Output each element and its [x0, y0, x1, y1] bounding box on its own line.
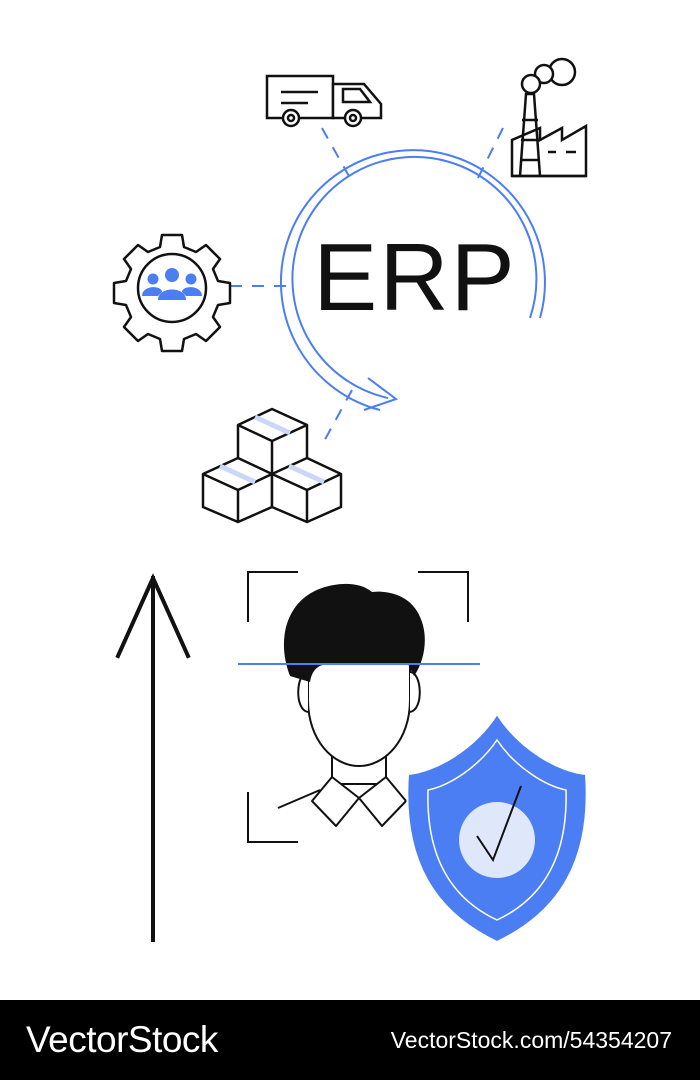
up-arrow-icon: [115, 573, 191, 942]
dashed-connectors: [230, 127, 504, 446]
watermark-footer: VectorStock VectorStock.com/54354207: [0, 1000, 700, 1080]
cycle-arrow-icon: [280, 149, 546, 411]
erp-illustration: [112, 57, 588, 944]
factory-icon: [510, 57, 588, 178]
checkmark-icon: [476, 785, 522, 863]
erp-label: ERP: [313, 224, 517, 331]
face-scan-icon: [238, 571, 480, 843]
stacked-boxes-icon: [201, 407, 343, 524]
delivery-truck-icon: [265, 74, 383, 128]
security-shield-icon: [406, 712, 588, 944]
team-gear-icon: [112, 233, 232, 353]
brand-logo: VectorStock: [26, 1019, 218, 1060]
image-id: VectorStock.com/54354207: [390, 1026, 672, 1053]
